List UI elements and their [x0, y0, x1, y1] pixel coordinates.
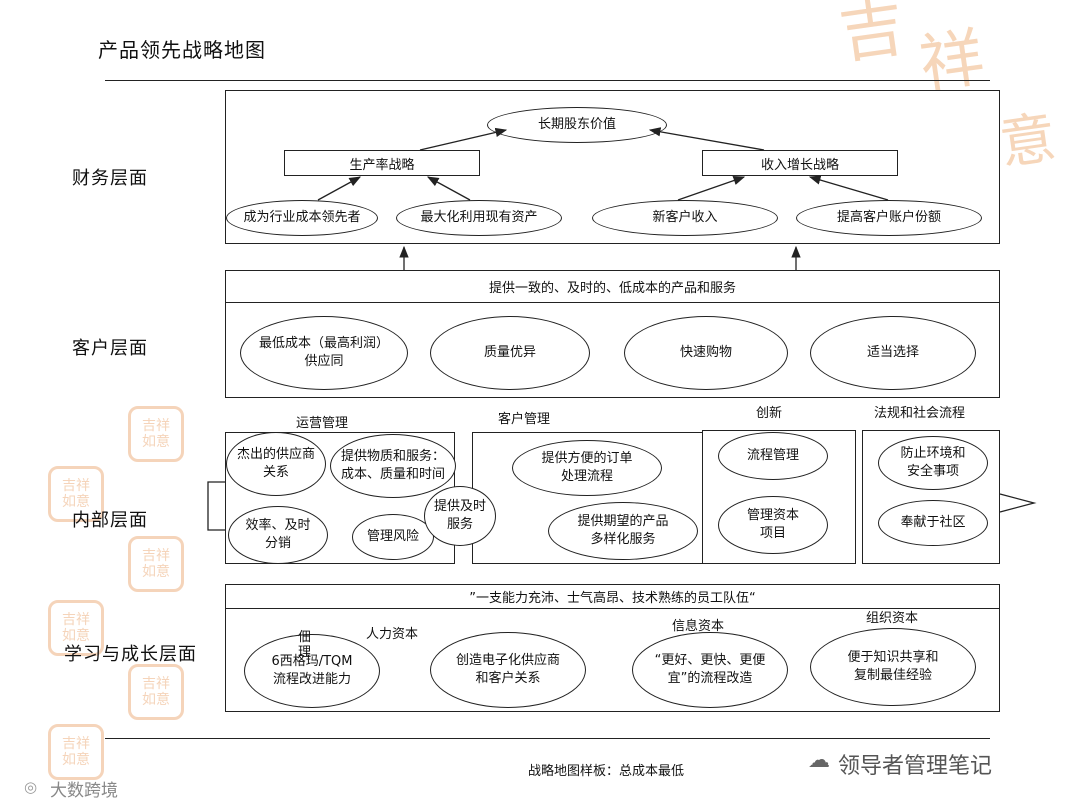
section-label-regulatory: 法规和社会流程	[874, 406, 966, 421]
map-caption: 战略地图样板：总成本最低	[528, 764, 685, 779]
node-order-processing: 提供方便的订单 处理流程	[512, 440, 662, 496]
customer-value-proposition: 提供一致的、及时的、低成本的产品和服务	[226, 271, 999, 303]
section-label-organization-capital: 组织资本	[866, 611, 919, 626]
brand-logo-icon: ◎	[24, 778, 38, 796]
node-maximize-assets: 最大化利用现有资产	[396, 200, 562, 236]
workforce-statement: ”一支能力充沛、士气高昂、技术熟练的员工队伍“	[226, 585, 999, 609]
layer-label-learning: 学习与成长层面	[64, 644, 197, 665]
section-label-information-capital: 信息资本	[672, 619, 725, 634]
node-quality: 质量优异	[430, 316, 590, 390]
node-environment-safety: 防止环境和 安全事项	[878, 436, 988, 490]
node-community: 奉献于社区	[878, 500, 988, 546]
node-lowest-cost: 最低成本（最高利润） 供应同	[240, 316, 408, 390]
strategy-productivity: 生产率战略	[284, 150, 480, 176]
footer-rule	[105, 738, 990, 739]
section-label-customer-mgmt: 客户管理	[498, 412, 551, 427]
node-right-selection: 适当选择	[810, 316, 976, 390]
brand-bottom-left: 大数跨境	[50, 781, 118, 801]
node-supplier-relations: 杰出的供应商 关系	[226, 432, 326, 496]
node-timely-service: 提供及时 服务	[424, 486, 496, 546]
node-electronic-relations: 创造电子化供应商 和客户关系	[430, 632, 586, 708]
title-rule	[105, 80, 990, 81]
watermark-stamp: 吉祥如意	[128, 536, 184, 592]
node-increase-account-share: 提高客户账户份额	[796, 200, 982, 236]
node-process-redesign: “更好、更快、更便 宜”的流程改造	[632, 632, 788, 708]
strategy-revenue-growth: 收入增长战略	[702, 150, 898, 176]
node-fast-shopping: 快速购物	[624, 316, 788, 390]
wechat-brand: 领导者管理笔记	[838, 754, 993, 779]
node-process-management: 流程管理	[718, 432, 828, 480]
wechat-icon: ☁	[808, 748, 830, 773]
node-efficient-distribution: 效率、及时 分销	[228, 506, 328, 564]
node-risk-management: 管理风险	[352, 514, 434, 560]
goal-long-term-shareholder-value: 长期股东价值	[487, 107, 667, 143]
section-label-human-capital: 人力资本	[366, 627, 419, 642]
node-capital-projects: 管理资本 项目	[718, 496, 828, 554]
layer-label-customer: 客户层面	[72, 338, 148, 359]
section-label-operations: 运营管理	[296, 416, 349, 431]
watermark-stamp: 吉祥如意	[128, 664, 184, 720]
layer-label-internal: 内部层面	[72, 510, 148, 531]
watermark-stamp: 吉祥如意	[48, 600, 104, 656]
node-supply-goods: 提供物质和服务： 成本、质量和时间	[330, 434, 456, 498]
overlapping-text: 佃 理	[298, 630, 312, 660]
watermark-stamp: 吉祥如意	[48, 466, 104, 522]
section-label-innovation: 创新	[756, 406, 783, 421]
node-diversified-services: 提供期望的产品 多样化服务	[548, 502, 698, 560]
watermark-stamp: 吉祥如意	[128, 406, 184, 462]
page-title: 产品领先战略地图	[98, 38, 266, 62]
node-new-customer-revenue: 新客户收入	[592, 200, 778, 236]
layer-label-financial: 财务层面	[72, 168, 148, 189]
node-knowledge-sharing: 便于知识共享和 复制最佳经验	[810, 628, 976, 706]
watermark-stamp: 吉祥如意	[48, 724, 104, 780]
node-cost-leader: 成为行业成本领先者	[226, 200, 378, 236]
node-six-sigma-tqm: 6西格玛/TQM 流程改进能力	[244, 634, 380, 708]
